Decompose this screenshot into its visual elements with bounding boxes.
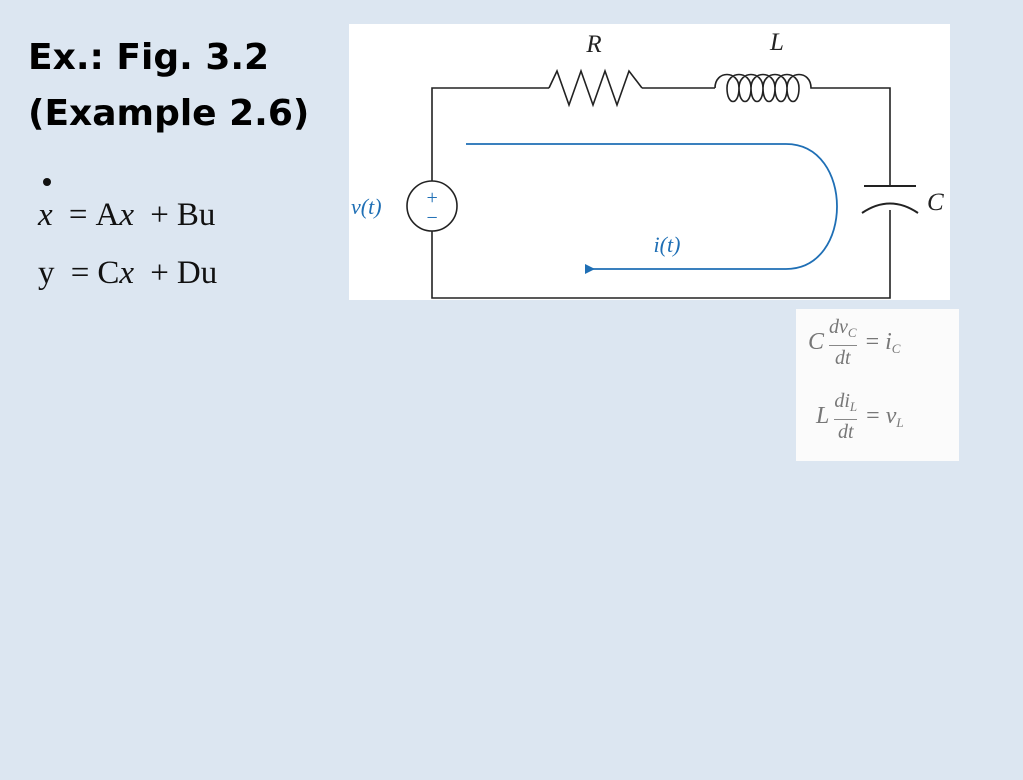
inductor-label: L [769,29,784,56]
state-equation: x =Ax +Bu [38,178,217,244]
state-space-equations: x =Ax +Bu y =Cx +Du [38,168,217,302]
equals-sign: = [68,197,88,233]
resistor-symbol [548,68,643,108]
source-minus: − [425,207,439,229]
rlc-circuit-figure: + − R L C v(t) i(t) [349,24,950,300]
output-lhs: y [38,255,55,291]
denominator-dt: dt [835,347,851,369]
inductor-relation: L diL dt = vL [816,389,904,444]
current-i: i [885,328,892,355]
voltage-sub: L [896,414,904,430]
current-sub: C [891,340,901,356]
circuit-diagram: + − R L C v(t) i(t) [351,29,944,299]
derivative-dot [43,178,51,186]
component-relations: C dvC dt = iC L diL dt = vL [796,309,959,461]
current-label: i(t) [654,232,681,257]
current-arrow [466,143,838,274]
circuit-wires [431,87,891,299]
capacitor-relation: C dvC dt = iC [808,315,900,370]
dvc-dt-fraction: dvC dt [829,315,857,370]
du-term: Du [176,255,218,291]
matrix-c: C [97,255,120,291]
plus-sign: + [150,255,169,291]
numerator-di: di [834,390,850,412]
capacitor-label: C [927,189,944,216]
numerator-sub: L [849,399,858,414]
source-label: v(t) [351,194,382,219]
slide-title-line2: (Example 2.6) [28,93,310,134]
denominator-dt: dt [837,421,854,443]
wire-left-top [431,87,549,183]
state-x: x [119,197,135,233]
wire-bottom [431,210,891,299]
equals-sign: = [866,403,880,429]
bu-term: Bu [176,197,216,233]
voltage-v: v [885,402,897,429]
plus-sign: + [150,197,169,233]
matrix-a: A [95,197,120,233]
slide-title-line1: Ex.: Fig. 3.2 [28,37,270,78]
capacitor-symbol [861,185,919,214]
output-x: x [119,255,135,291]
source-plus: + [425,187,439,209]
resistor-label: R [585,31,601,58]
capacitance-symbol: C [808,329,825,355]
state-lhs: x [38,197,53,233]
numerator-dv: dv [829,316,848,338]
dil-dt-fraction: diL dt [834,389,858,444]
slide-title: Ex.: Fig. 3.2 (Example 2.6) [28,30,309,142]
numerator-sub: C [847,325,857,340]
wire-right-top [835,87,891,186]
inductance-symbol: L [816,403,830,429]
equals-sign: = [70,255,90,291]
voltage-source-symbol: + − [406,180,458,232]
output-equation: y =Cx +Du [38,244,217,302]
inductor-symbol [714,73,835,103]
equals-sign: = [865,329,880,355]
